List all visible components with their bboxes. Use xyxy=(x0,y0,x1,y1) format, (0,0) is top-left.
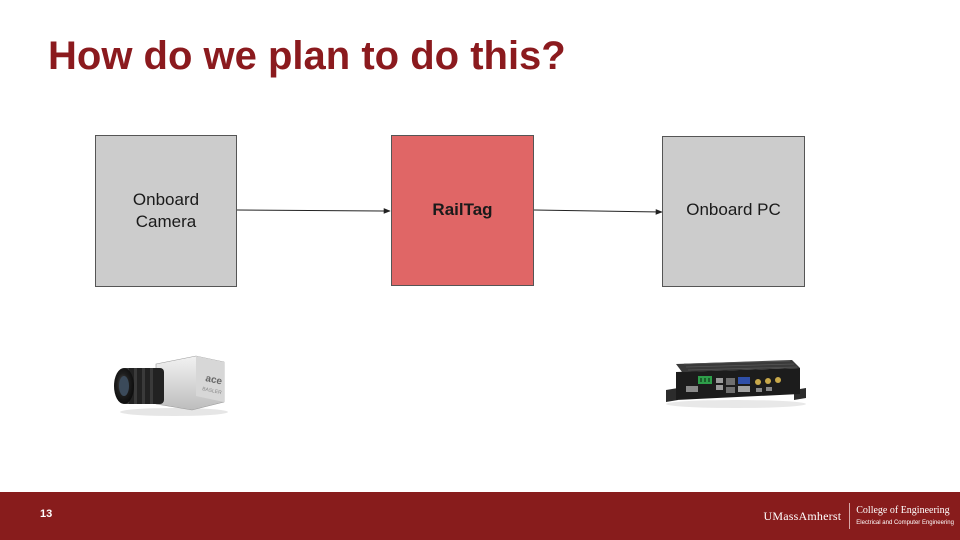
node-railtag: RailTag xyxy=(391,135,534,286)
node-onboard-camera-label: Onboard Camera xyxy=(132,190,200,231)
logo-college-text: College of Engineering xyxy=(856,505,950,516)
node-onboard-pc: Onboard PC xyxy=(662,136,805,287)
industrial-camera-photo: ace BASLER xyxy=(114,355,228,416)
node-railtag-label: RailTag xyxy=(432,199,493,219)
slide-number: 13 xyxy=(40,508,53,520)
slide-title: How do we plan to do this? xyxy=(48,34,566,78)
node-onboard-pc-label: Onboard PC xyxy=(686,199,781,219)
node-onboard-camera: Onboard Camera xyxy=(95,135,237,287)
umass-logo: UMassAmherst College of Engineering Elec… xyxy=(764,498,954,534)
svg-text:BASLER: BASLER xyxy=(202,386,223,396)
logo-college-block: College of Engineering Electrical and Co… xyxy=(856,504,954,528)
logo-dept-text: Electrical and Computer Engineering xyxy=(856,520,954,526)
footer-bar: 13 UMassAmherst College of Engineering E… xyxy=(0,492,960,540)
svg-text:ace: ace xyxy=(204,373,223,387)
embedded-pc-photo xyxy=(666,360,806,408)
edge-railtag-to-pc xyxy=(533,209,663,215)
edge-camera-to-railtag xyxy=(236,208,391,214)
logo-divider xyxy=(849,503,851,529)
logo-umass-text: UMassAmherst xyxy=(763,508,842,523)
